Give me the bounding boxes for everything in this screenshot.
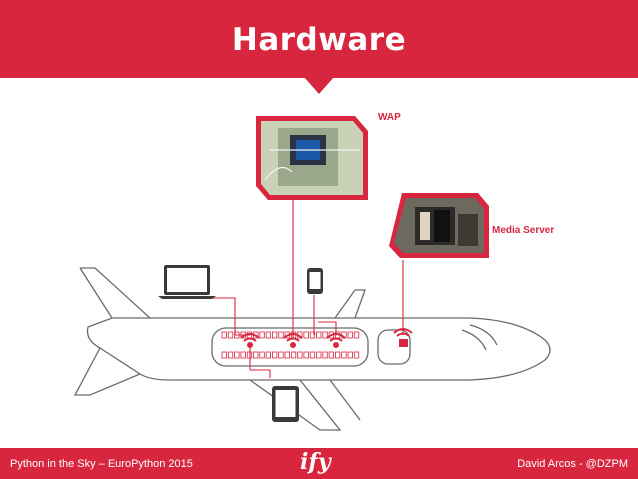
seat [348, 332, 353, 338]
seat [304, 332, 309, 338]
seat [222, 352, 227, 358]
seat [354, 332, 359, 338]
seat [317, 352, 322, 358]
slide-footer: Python in the Sky – EuroPython 2015 ify … [0, 448, 638, 479]
seat [235, 352, 240, 358]
media-server-label: Media Server [492, 225, 554, 236]
seat [354, 352, 359, 358]
seat [260, 352, 265, 358]
seat [323, 352, 328, 358]
seat [266, 332, 271, 338]
seat [272, 352, 277, 358]
wifi-icon [241, 334, 259, 347]
seat [254, 352, 259, 358]
seat [241, 352, 246, 358]
seat [291, 352, 296, 358]
seat [260, 332, 265, 338]
laptop-icon [158, 265, 216, 299]
ify-logo: ify [300, 449, 331, 475]
seat [279, 332, 284, 338]
seat [348, 352, 353, 358]
seat [266, 352, 271, 358]
media-server-photo [389, 193, 489, 258]
seat [222, 332, 227, 338]
seat [317, 332, 322, 338]
seat [285, 352, 290, 358]
seat [329, 352, 334, 358]
seat [228, 332, 233, 338]
wifi-icon [327, 334, 345, 347]
footer-author: David Arcos - @DZPM [517, 458, 628, 470]
seat [279, 352, 284, 358]
phone-icon [307, 268, 323, 294]
seat [298, 352, 303, 358]
footer-talk-title: Python in the Sky – EuroPython 2015 [10, 458, 193, 470]
seat [335, 352, 340, 358]
seat [310, 352, 315, 358]
wap-photo [256, 116, 368, 200]
seat [304, 352, 309, 358]
seat [342, 352, 347, 358]
seat [272, 332, 277, 338]
connection-lines [210, 200, 403, 378]
wap-label: WAP [378, 112, 401, 123]
tablet-icon [272, 386, 299, 422]
seat [228, 352, 233, 358]
